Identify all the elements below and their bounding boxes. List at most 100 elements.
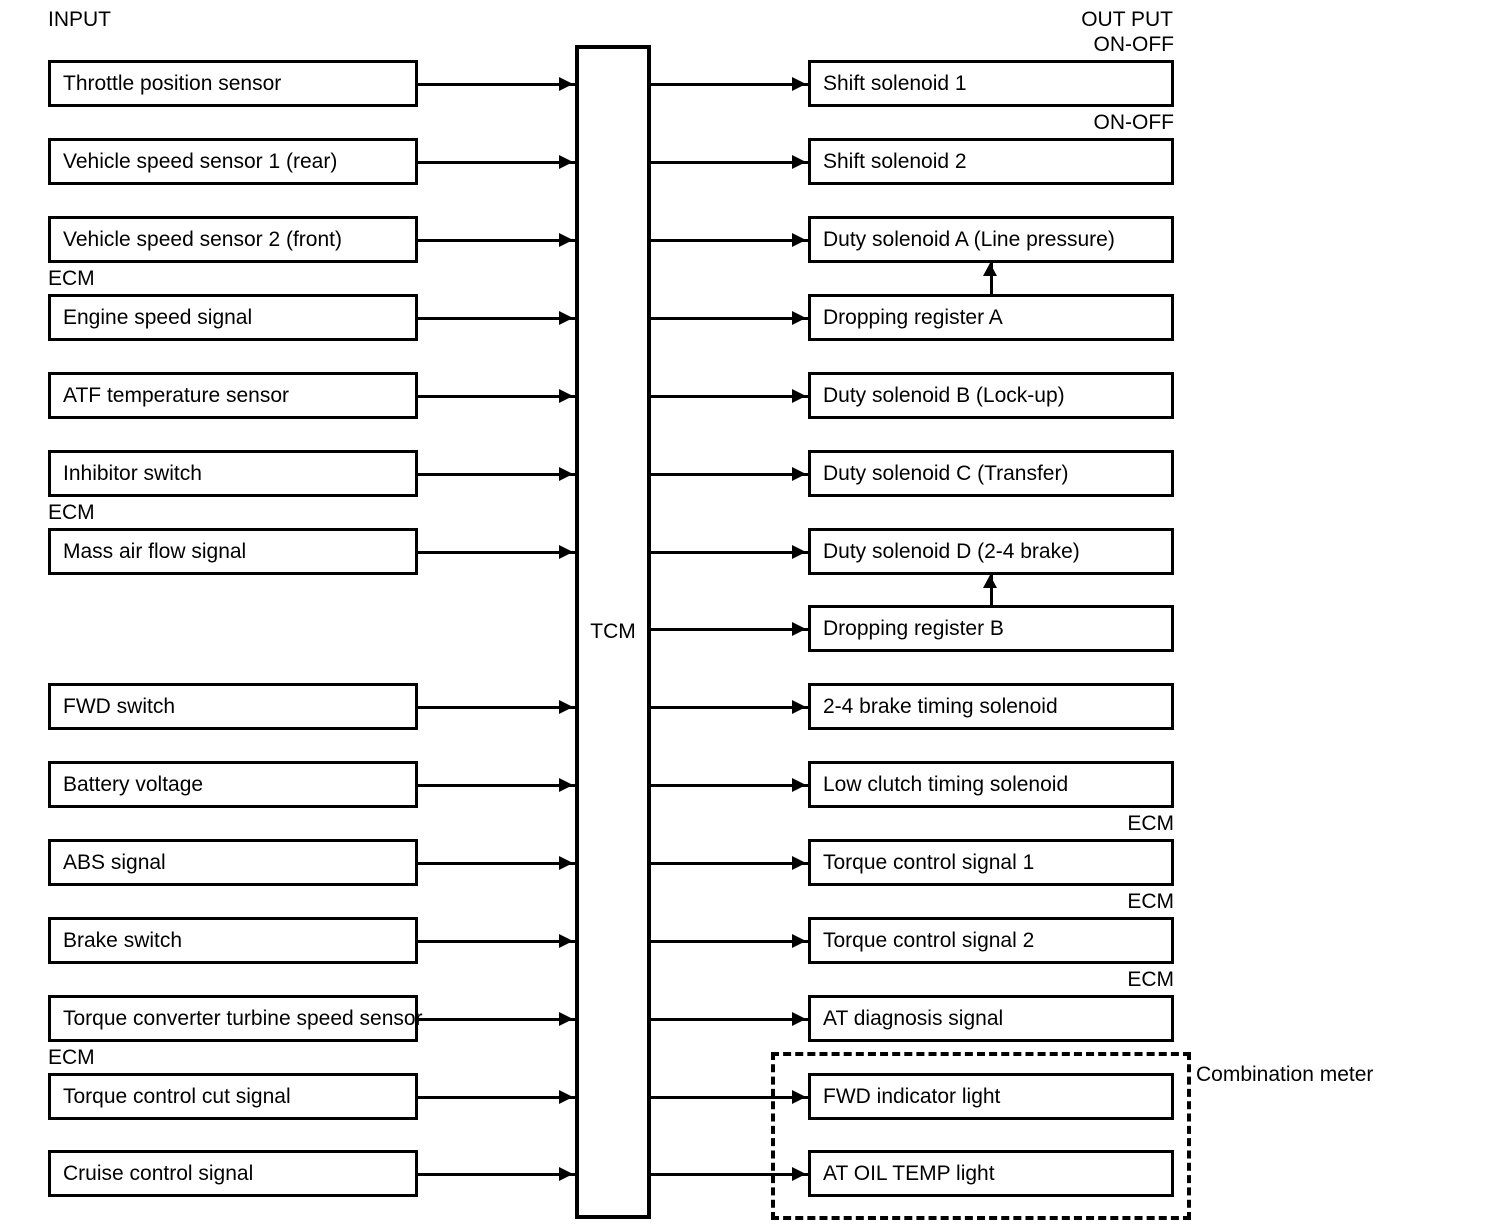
internal-link-dropping-register-b-to-duty-solenoid-d-2-4-brake	[990, 575, 993, 605]
internal-link-dropping-register-a-to-duty-solenoid-a-line-pressure	[990, 263, 993, 294]
box-label: AT diagnosis signal	[823, 1006, 1004, 1030]
output-box-duty-solenoid-c-transfer: Duty solenoid C (Transfer)	[808, 450, 1174, 497]
box-label: Brake switch	[63, 928, 183, 952]
output-tag-torque-control-signal-2: ECM	[1127, 890, 1174, 913]
box-label: Shift solenoid 2	[823, 149, 967, 173]
box-label: Mass air flow signal	[63, 539, 247, 563]
box-label: ATF temperature sensor	[63, 383, 290, 407]
output-box-duty-solenoid-a-line-pressure: Duty solenoid A (Line pressure)	[808, 216, 1174, 263]
input-box-mass-air-flow-signal: Mass air flow signal	[48, 528, 418, 575]
combination-meter-group	[771, 1052, 1191, 1220]
output-box-fwd-indicator-light: FWD indicator light	[808, 1073, 1174, 1120]
tcm-label: TCM	[590, 620, 636, 643]
box-label: FWD indicator light	[823, 1084, 1001, 1108]
connector-line-torque-converter-turbine-speed-sensor	[418, 1017, 575, 1021]
output-box-dropping-register-b: Dropping register B	[808, 605, 1174, 652]
connector-line-cruise-control-signal	[418, 1172, 575, 1176]
arrow-head-icon-brake-switch	[559, 933, 573, 948]
arrow-head-icon-fwd-switch	[559, 699, 573, 714]
connector-line-battery-voltage	[418, 783, 575, 787]
connector-line-duty-solenoid-b-lock-up	[651, 394, 808, 398]
box-label: FWD switch	[63, 694, 175, 718]
connector-line-torque-control-signal-1	[651, 861, 808, 865]
input-box-fwd-switch: FWD switch	[48, 683, 418, 730]
arrow-head-icon-torque-control-signal-2	[792, 933, 806, 948]
arrow-head-icon-at-oil-temp-light	[792, 1166, 806, 1181]
arrow-head-icon-shift-solenoid-2	[792, 154, 806, 169]
input-tag-engine-speed-signal: ECM	[48, 267, 95, 290]
output-tag-torque-control-signal-1: ECM	[1127, 812, 1174, 835]
box-label: Torque control signal 2	[823, 928, 1035, 952]
box-label: ABS signal	[63, 850, 166, 874]
box-label: Inhibitor switch	[63, 461, 202, 485]
connector-line-duty-solenoid-a-line-pressure	[651, 238, 808, 242]
connector-line-brake-switch	[418, 939, 575, 943]
connector-line-engine-speed-signal	[418, 316, 575, 320]
input-box-torque-control-cut-signal: Torque control cut signal	[48, 1073, 418, 1120]
box-label: 2-4 brake timing solenoid	[823, 694, 1058, 718]
input-tag-torque-control-cut-signal: ECM	[48, 1046, 95, 1069]
output-box-torque-control-signal-1: Torque control signal 1	[808, 839, 1174, 886]
connector-line-atf-temperature-sensor	[418, 394, 575, 398]
arrow-head-icon-dropping-register-b	[792, 621, 806, 636]
connector-line-throttle-position-sensor	[418, 82, 575, 86]
connector-line-dropping-register-a	[651, 316, 808, 320]
connector-line-low-clutch-timing-solenoid	[651, 783, 808, 787]
connector-line-fwd-indicator-light	[651, 1095, 808, 1099]
box-label: Low clutch timing solenoid	[823, 772, 1069, 796]
box-label: Duty solenoid B (Lock-up)	[823, 383, 1065, 407]
output-box-duty-solenoid-b-lock-up: Duty solenoid B (Lock-up)	[808, 372, 1174, 419]
input-box-torque-converter-turbine-speed-sensor: Torque converter turbine speed sensor	[48, 995, 423, 1042]
arrow-head-icon-duty-solenoid-b-lock-up	[792, 388, 806, 403]
arrow-head-icon-vehicle-speed-sensor-1-rear	[559, 154, 573, 169]
connector-line-at-diagnosis-signal	[651, 1017, 808, 1021]
output-tag-at-diagnosis-signal: ECM	[1127, 968, 1174, 991]
input-box-throttle-position-sensor: Throttle position sensor	[48, 60, 418, 107]
box-label: Torque converter turbine speed sensor	[63, 1006, 423, 1030]
arrow-head-icon-duty-solenoid-a-line-pressure	[792, 232, 806, 247]
arrow-head-icon-vehicle-speed-sensor-2-front	[559, 232, 573, 247]
connector-line-2-4-brake-timing-solenoid	[651, 705, 808, 709]
input-tag-mass-air-flow-signal: ECM	[48, 501, 95, 524]
output-tag-shift-solenoid-2: ON-OFF	[1093, 111, 1174, 134]
box-label: Dropping register B	[823, 616, 1004, 640]
box-label: Battery voltage	[63, 772, 204, 796]
connector-line-fwd-switch	[418, 705, 575, 709]
input-box-atf-temperature-sensor: ATF temperature sensor	[48, 372, 418, 419]
output-box-duty-solenoid-d-2-4-brake: Duty solenoid D (2-4 brake)	[808, 528, 1174, 575]
input-box-brake-switch: Brake switch	[48, 917, 418, 964]
arrow-head-icon-inhibitor-switch	[559, 466, 573, 481]
output-box-torque-control-signal-2: Torque control signal 2	[808, 917, 1174, 964]
connector-line-vehicle-speed-sensor-1-rear	[418, 160, 575, 164]
arrow-head-icon-cruise-control-signal	[559, 1166, 573, 1181]
connector-line-shift-solenoid-2	[651, 160, 808, 164]
connector-line-mass-air-flow-signal	[418, 550, 575, 554]
arrow-head-icon-2-4-brake-timing-solenoid	[792, 699, 806, 714]
box-label: Duty solenoid C (Transfer)	[823, 461, 1069, 485]
connector-line-at-oil-temp-light	[651, 1172, 808, 1176]
arrow-up-icon-duty-solenoid-a-line-pressure	[983, 263, 997, 276]
arrow-head-icon-battery-voltage	[559, 777, 573, 792]
input-box-battery-voltage: Battery voltage	[48, 761, 418, 808]
arrow-head-icon-mass-air-flow-signal	[559, 544, 573, 559]
connector-line-vehicle-speed-sensor-2-front	[418, 238, 575, 242]
arrow-head-icon-abs-signal	[559, 855, 573, 870]
box-label: Torque control cut signal	[63, 1084, 291, 1108]
box-label: AT OIL TEMP light	[823, 1161, 995, 1185]
arrow-head-icon-torque-control-signal-1	[792, 855, 806, 870]
output-box-low-clutch-timing-solenoid: Low clutch timing solenoid	[808, 761, 1174, 808]
arrow-head-icon-torque-control-cut-signal	[559, 1089, 573, 1104]
box-label: Throttle position sensor	[63, 71, 282, 95]
arrow-head-icon-at-diagnosis-signal	[792, 1011, 806, 1026]
arrow-head-icon-torque-converter-turbine-speed-sensor	[559, 1011, 573, 1026]
connector-line-duty-solenoid-c-transfer	[651, 472, 808, 476]
arrow-up-icon-duty-solenoid-d-2-4-brake	[983, 575, 997, 588]
arrow-head-icon-shift-solenoid-1	[792, 76, 806, 91]
arrow-head-icon-low-clutch-timing-solenoid	[792, 777, 806, 792]
box-label: Torque control signal 1	[823, 850, 1035, 874]
connector-line-inhibitor-switch	[418, 472, 575, 476]
output-tag-shift-solenoid-1: ON-OFF	[1093, 33, 1174, 56]
input-box-inhibitor-switch: Inhibitor switch	[48, 450, 418, 497]
output-box-at-diagnosis-signal: AT diagnosis signal	[808, 995, 1174, 1042]
arrow-head-icon-duty-solenoid-c-transfer	[792, 466, 806, 481]
